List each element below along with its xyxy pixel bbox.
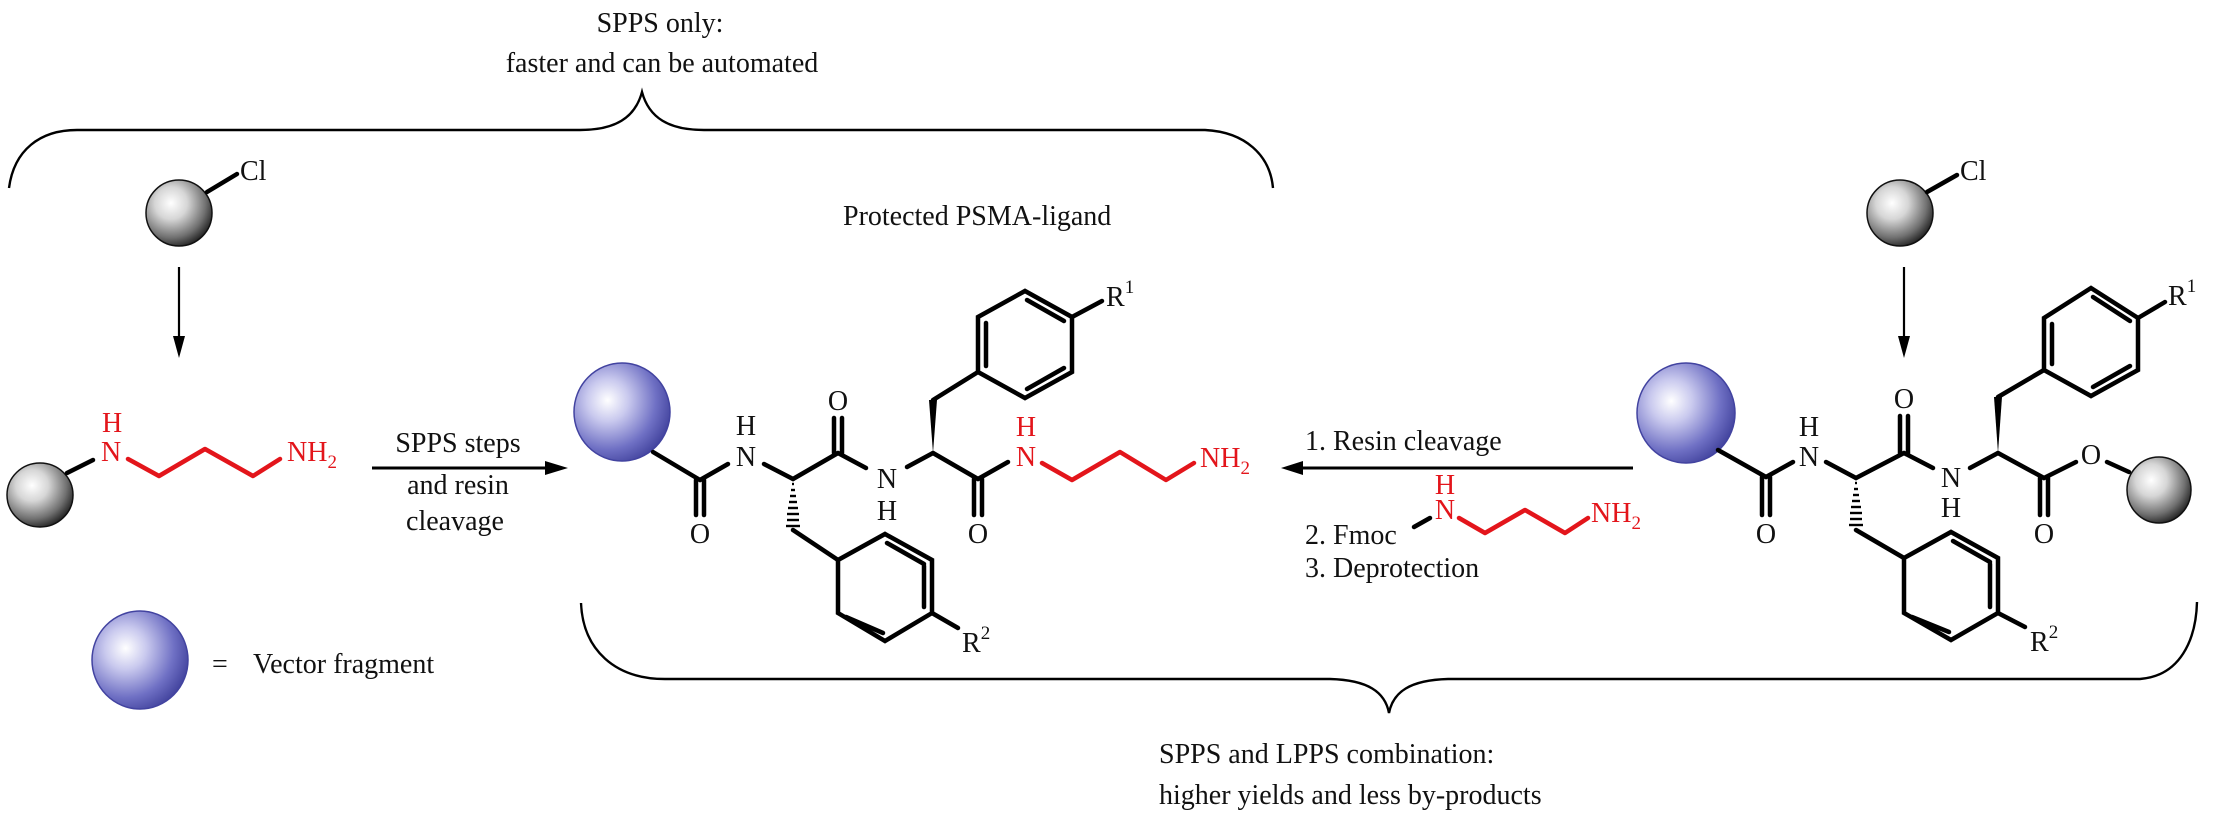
atom-o: O <box>1756 519 1776 550</box>
hashed-bond <box>1849 481 1863 527</box>
bottom-aromatic-ring <box>1901 529 2001 643</box>
r2-label: R2 <box>2030 622 2058 658</box>
atom-h: H <box>877 496 897 527</box>
linker-n-label: N <box>1016 442 1036 473</box>
top-caption: SPPS only: faster and can be automated <box>506 8 819 79</box>
resin-bead-icon <box>6 462 74 528</box>
linker-nh2-label: NH2 <box>1200 443 1250 479</box>
atom-n: N <box>1941 463 1961 494</box>
atom-o: O <box>828 386 848 417</box>
top-aromatic-ring <box>975 288 1075 401</box>
r1-label: R1 <box>2168 276 2196 312</box>
bottom-caption-line1: SPPS and LPPS combination: <box>1159 739 1494 770</box>
resin-bead-icon <box>145 179 213 247</box>
bottom-caption-line2: higher yields and less by-products <box>1159 780 1542 811</box>
reagent-n-label: N <box>1435 495 1455 526</box>
right-down-arrow <box>1898 267 1910 358</box>
cl-label: Cl <box>240 156 267 187</box>
atom-h: H <box>1941 493 1961 524</box>
product-label: Protected PSMA-ligand <box>843 201 1111 232</box>
top-aromatic-ring <box>2041 285 2141 399</box>
vector-fragment-icon <box>91 610 189 710</box>
spps-arrow: SPPS steps and resin cleavage <box>372 428 568 537</box>
left-down-arrow <box>173 267 185 358</box>
top-brace <box>7 87 1275 189</box>
resin-bound-intermediate: O H N O N H R1 <box>1636 276 2196 658</box>
resin-bead-icon <box>2126 456 2192 524</box>
lpps-step-2: 2. Fmoc <box>1305 520 1397 551</box>
lpps-step-1: 1. Resin cleavage <box>1305 426 1502 457</box>
vector-fragment-icon <box>573 362 671 462</box>
top-caption-line1: SPPS only: <box>597 8 724 39</box>
atom-o: O <box>2034 519 2054 550</box>
vector-fragment-icon <box>1636 362 1736 464</box>
lpps-step-3: 3. Deprotection <box>1305 553 1479 584</box>
resin-bead-icon <box>1866 179 1934 247</box>
bottom-aromatic-ring <box>835 531 935 644</box>
atom-h: H <box>736 411 756 442</box>
atom-o: O <box>1894 384 1914 415</box>
bottom-caption: SPPS and LPPS combination: higher yields… <box>1159 739 1542 811</box>
r1-label: R1 <box>1106 277 1134 313</box>
central-molecule: O H N O N H <box>573 277 1250 659</box>
spps-arrow-label-2: and resin <box>407 470 509 501</box>
left-cl-resin: Cl <box>145 156 267 247</box>
atom-n: N <box>1799 442 1819 473</box>
wedge-bond <box>929 400 937 453</box>
wedge-bond <box>1994 397 2002 453</box>
left-resin-linker: H N NH2 <box>6 408 337 528</box>
linker-h-label: H <box>1016 412 1036 443</box>
spps-arrow-label-1: SPPS steps <box>395 428 520 459</box>
atom-n: N <box>736 442 756 473</box>
linker-nh2-label: NH2 <box>287 437 337 473</box>
atom-o: O <box>2081 440 2101 471</box>
cl-label: Cl <box>1960 156 1987 187</box>
atom-h: H <box>1799 412 1819 443</box>
reagent-nh2-label: NH2 <box>1591 498 1641 534</box>
top-caption-line2: faster and can be automated <box>506 48 819 79</box>
legend: = Vector fragment <box>91 610 434 710</box>
linker-h-label: H <box>102 408 122 439</box>
legend-equals: = <box>212 649 228 680</box>
atom-o: O <box>690 519 710 550</box>
linker-n-label: N <box>101 437 121 468</box>
right-cl-resin: Cl <box>1866 156 1987 247</box>
hashed-bond <box>786 482 800 528</box>
legend-text: Vector fragment <box>253 649 434 680</box>
reagent-h-label: H <box>1435 470 1455 501</box>
lpps-arrow: 1. Resin cleavage 2. Fmoc H N NH2 3. Dep… <box>1281 426 1641 584</box>
atom-n: N <box>877 464 897 495</box>
spps-arrow-label-3: cleavage <box>406 506 504 537</box>
atom-o: O <box>968 519 988 550</box>
r2-label: R2 <box>962 623 990 659</box>
bottom-brace <box>579 601 2199 714</box>
